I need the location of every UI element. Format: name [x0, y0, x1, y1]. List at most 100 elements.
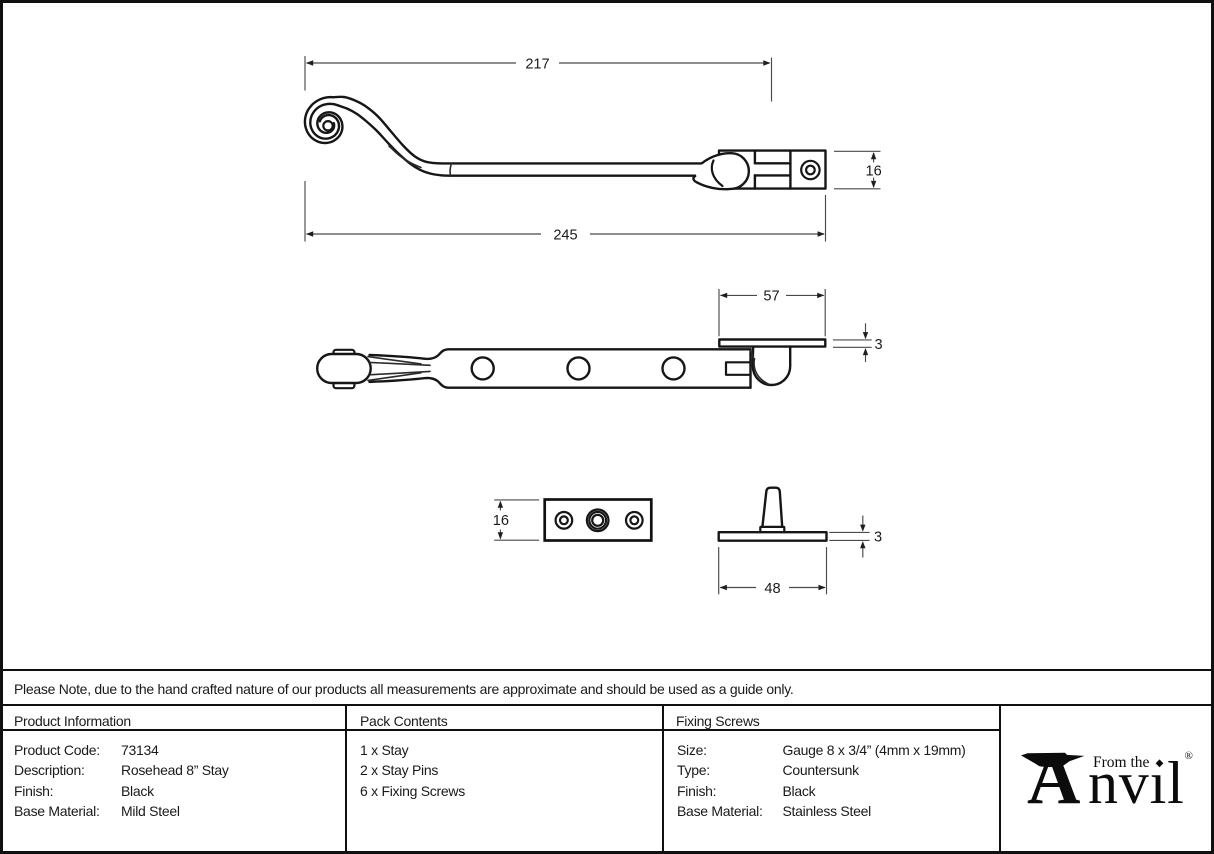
arm-bottom-edge: [337, 104, 697, 177]
dim-arrowhead: [497, 500, 504, 508]
pack-contents-title: Pack Contents: [360, 712, 448, 729]
taper-line: [368, 361, 431, 367]
monkeytail-curl-outer: [303, 95, 344, 145]
dim-245: 245: [304, 181, 827, 243]
note-row: Please Note, due to the hand crafted nat…: [3, 669, 1211, 706]
monkeytail-eye: [322, 120, 334, 132]
monkeytail-curl-inner: [309, 102, 341, 140]
bracket-screw-hole-inner: [805, 164, 816, 176]
stay-arm-side: [303, 95, 751, 191]
keeper-plate-face: [543, 498, 653, 542]
plate-hole-right-outer: [624, 510, 644, 530]
bar-end-notch: [724, 361, 752, 376]
dim-3-pin-label: 3: [874, 530, 882, 546]
plate-hole-left-inner: [558, 515, 569, 526]
product-information-header: Product Information: [14, 706, 131, 735]
pack-item: 1 x Stay: [360, 741, 409, 758]
row-label: Description:: [14, 762, 85, 778]
row-label: Product Code:: [14, 741, 100, 758]
logo-anvil-A: A: [1027, 738, 1080, 820]
row-value: Black: [121, 782, 154, 799]
row-value: Mild Steel: [121, 803, 180, 819]
row-value: Black: [782, 782, 816, 799]
row-value: Gauge 8 x 3/4” (4mm x 19mm): [782, 741, 966, 758]
taper-line: [367, 371, 422, 382]
bar-end-to-hook: [749, 349, 754, 360]
row-label: Finish:: [14, 782, 54, 799]
side-view-drawing: 217 245 16: [303, 56, 882, 243]
dim-57: 57: [718, 289, 826, 337]
dim-arrowhead: [720, 292, 728, 299]
row-value: 73134: [121, 741, 159, 758]
dim-16-plate-label: 16: [493, 513, 509, 529]
arm-top-edge: [332, 95, 705, 165]
bar-top-outline: [368, 348, 752, 361]
dim-arrowhead: [817, 231, 825, 237]
product-information-title: Product Information: [14, 712, 131, 729]
plan-view-drawing: 57 3: [316, 289, 883, 390]
bracket-screw-hole: [800, 159, 821, 181]
product-information-body: Product Code: 73134 Description: Rosehead …: [14, 740, 339, 822]
logo-i-diamond-dot: [1155, 759, 1164, 768]
pin-side-view-drawing: 48 3: [717, 486, 882, 597]
row-value: Rosehead 8” Stay: [121, 762, 229, 778]
dim-arrowhead: [719, 584, 727, 591]
dim-48: 48: [718, 547, 828, 597]
pack-contents-body: 1 x Stay 2 x Stay Pins 6 x Fixing Screws: [360, 740, 650, 802]
fixing-screws-title: Fixing Screws: [676, 712, 760, 729]
plate-hole-center-outer: [585, 508, 610, 533]
dim-arrowhead: [497, 532, 504, 540]
teardrop-crescent: [710, 159, 724, 188]
shaft-weld-tick: [449, 162, 453, 177]
plate-hole-center-inner: [591, 513, 605, 527]
row-label: Base Material:: [14, 803, 100, 819]
dim-3-plan-label: 3: [874, 337, 882, 353]
plate-hole-right-inner: [629, 515, 640, 526]
pack-item: 6 x Fixing Screws: [360, 782, 465, 799]
bar-hole: [470, 356, 495, 381]
row-value: Stainless Steel: [782, 803, 872, 819]
row-label: Base Material:: [677, 803, 763, 819]
plate-hole-left-outer: [554, 510, 574, 530]
pin-base-plate: [717, 531, 828, 542]
dim-arrowhead: [862, 332, 869, 340]
table-row: Product Code: 73134: [14, 740, 339, 761]
curl-plan-stadium: [316, 352, 372, 385]
fixing-screws-body: Size:Gauge 8 x 3/4” (4mm x 19mm) Type:Co…: [677, 740, 997, 822]
taper-line: [367, 355, 422, 365]
keeper-hook: [751, 345, 792, 387]
teardrop-end-fill: [693, 153, 749, 190]
dim-arrowhead: [763, 60, 771, 66]
bar-bottom-outline: [368, 376, 752, 389]
table-row: Size:Gauge 8 x 3/4” (4mm x 19mm): [677, 740, 997, 761]
dim-57-label: 57: [763, 289, 779, 305]
dim-arrowhead: [818, 584, 826, 591]
teardrop-end-outline: [692, 151, 751, 191]
taper-line: [368, 370, 431, 376]
dim-arrowhead: [862, 347, 869, 356]
table-row: Base Material: Mild Steel: [14, 801, 339, 822]
dim-arrowhead: [860, 541, 866, 549]
bar-hole: [566, 356, 591, 381]
row-label: Finish:: [677, 782, 717, 799]
dim-3-pin: 3: [829, 515, 882, 558]
dim-arrowhead: [860, 524, 866, 532]
dim-16-side-label: 16: [865, 163, 881, 179]
fixing-screws-header: Fixing Screws: [676, 706, 760, 735]
table-divider-2: [662, 704, 664, 851]
keeper-hook-crescent: [753, 357, 770, 386]
dim-217: 217: [304, 56, 773, 102]
dim-16-side: 16: [834, 150, 882, 190]
anvil-icon-top: [1021, 752, 1085, 768]
dim-arrowhead: [870, 152, 877, 160]
plate-front-view-drawing: 16: [493, 498, 653, 542]
dim-48-label: 48: [764, 581, 780, 597]
table-row: Finish: Black: [677, 781, 997, 802]
technical-drawing: 217 245 16 57 3 16 48 3: [303, 56, 883, 597]
dim-16-plate: 16: [493, 499, 540, 541]
logo-anvil-word: nvıl: [1088, 750, 1185, 816]
table-divider-1: [345, 704, 347, 851]
table-row: Description: Rosehead 8” Stay: [14, 760, 339, 781]
dim-arrowhead: [817, 292, 825, 299]
